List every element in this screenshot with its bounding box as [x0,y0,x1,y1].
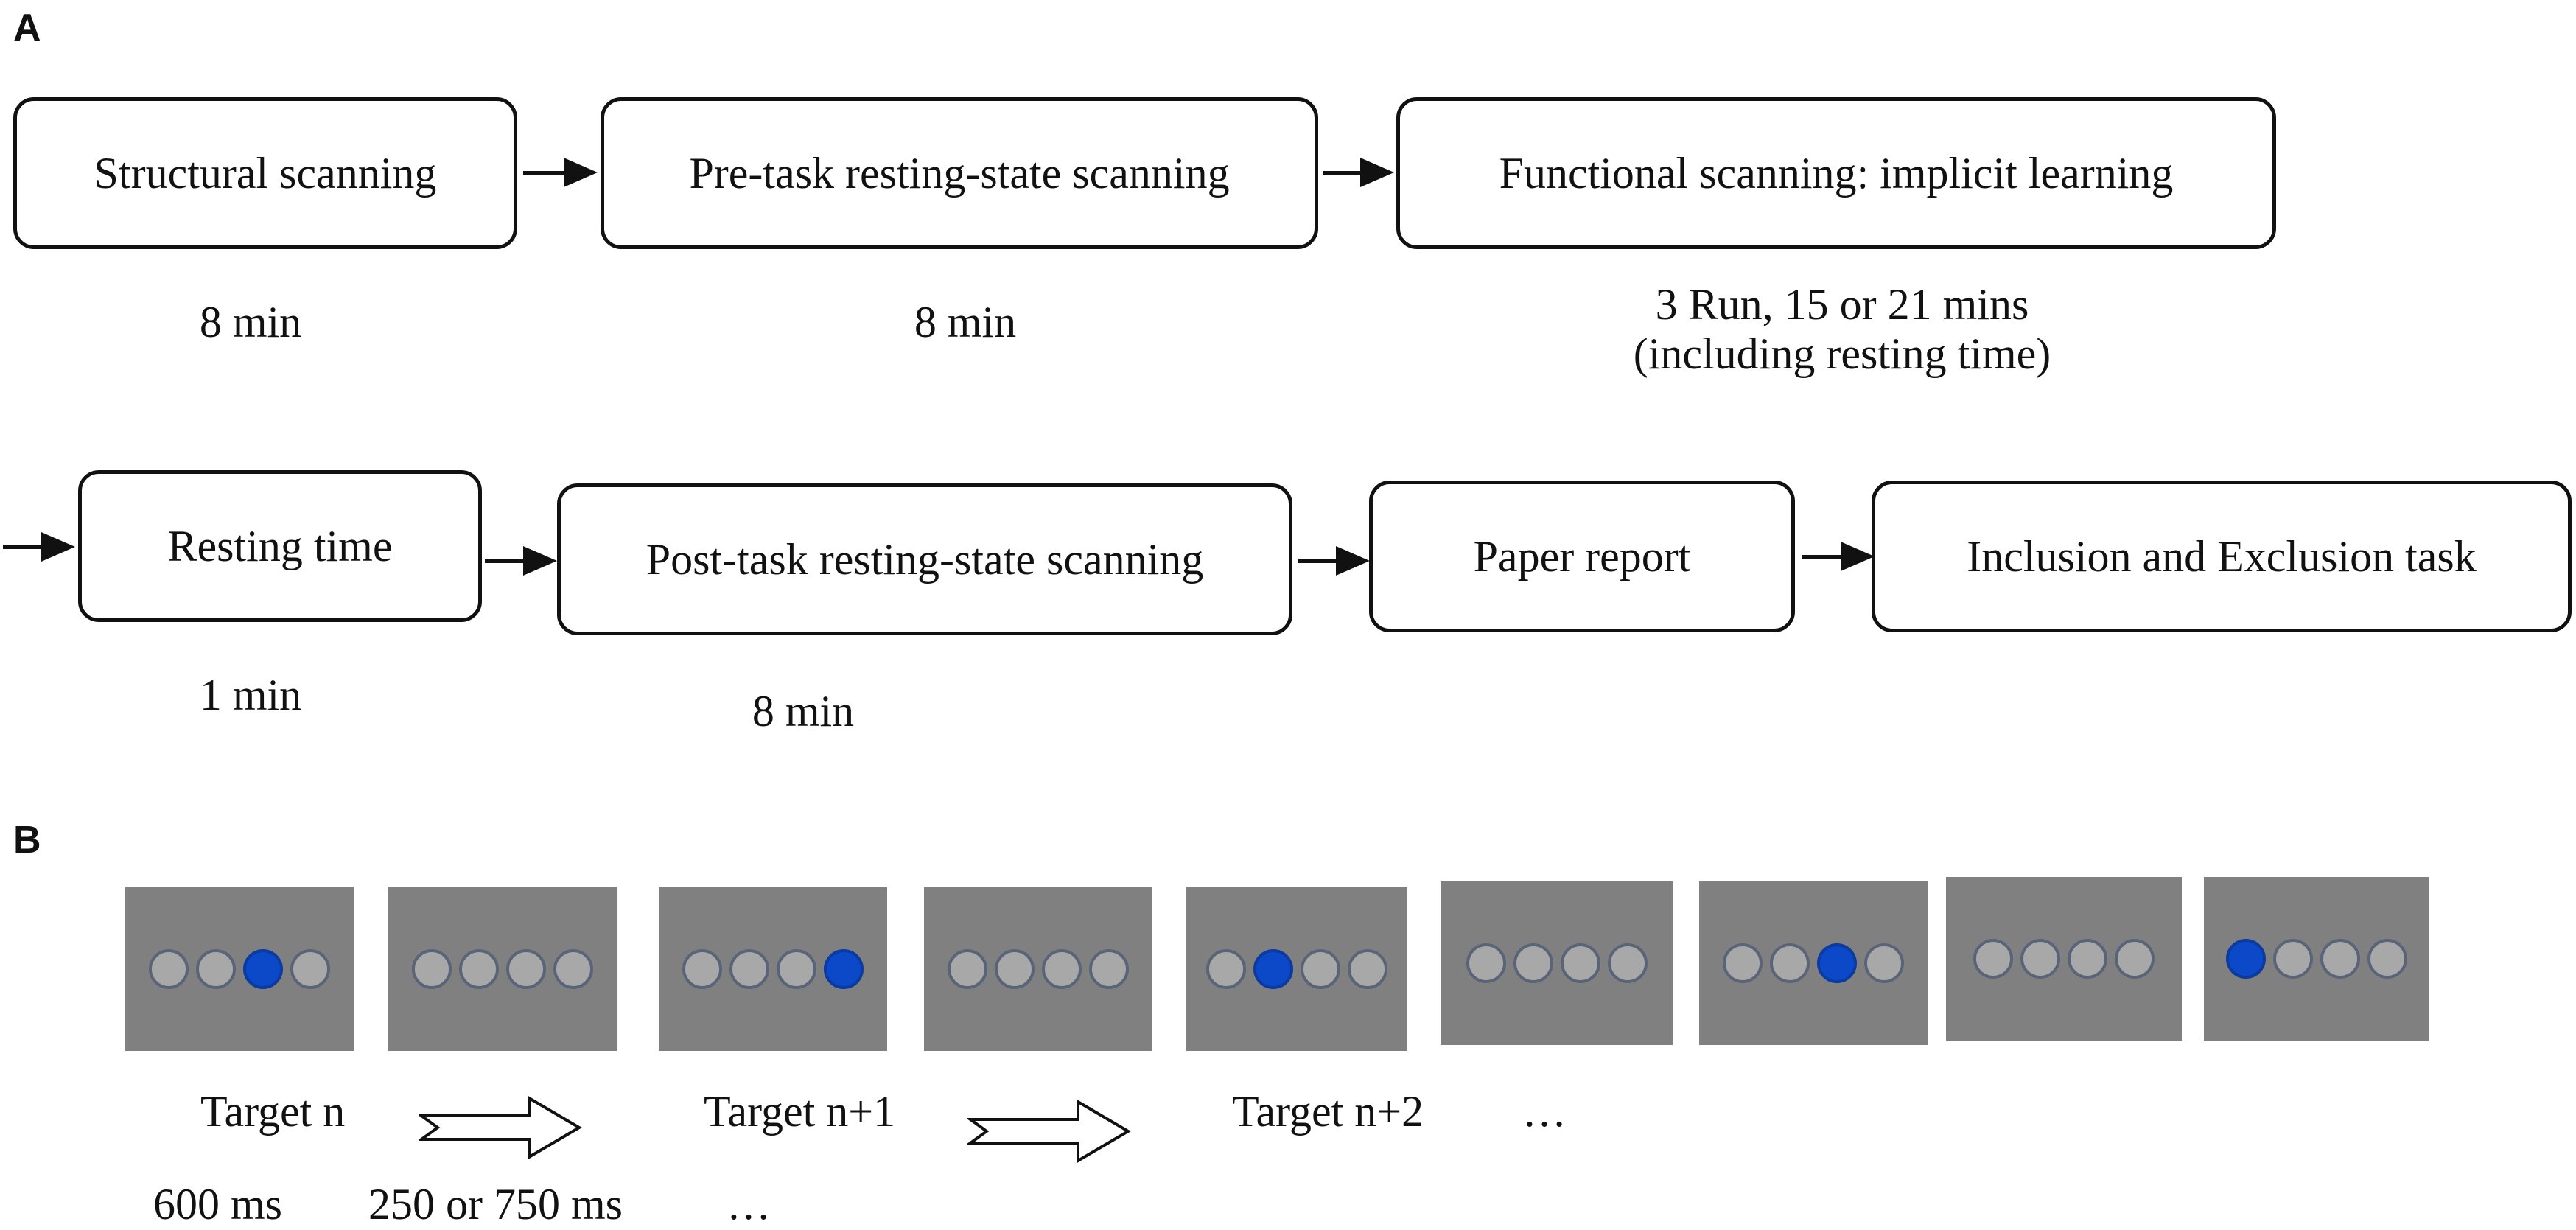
empty-dot [777,949,816,989]
empty-dot [2115,939,2155,979]
target-dot [243,949,283,989]
stimulus-screen [659,887,887,1051]
empty-dot [459,949,499,989]
empty-dot [1466,943,1506,983]
timing-600ms: 600 ms [153,1180,283,1229]
empty-dot [2068,939,2107,979]
empty-dot [1973,939,2013,979]
empty-dot [290,949,330,989]
target-dot [824,949,864,989]
empty-dot [1864,943,1904,983]
timing-isi: 250 or 750 ms [368,1180,623,1229]
duration-pre-task: 8 min [914,298,1017,346]
empty-dot [1301,949,1340,989]
stimulus-screen [125,887,354,1051]
panel-b-label: B [13,819,41,862]
empty-dot [682,949,722,989]
empty-dot [1607,943,1648,983]
stimulus-screen [388,887,617,1051]
panel-a-label: A [13,7,41,49]
duration-functional-line1: 3 Run, 15 or 21 mins [1655,280,2029,329]
empty-dot [2320,939,2360,979]
empty-dot [729,949,769,989]
duration-post-task: 8 min [752,687,855,735]
empty-dot [1560,943,1600,983]
target-dot [1253,949,1293,989]
empty-dot [1770,943,1810,983]
target-dot [1817,943,1857,983]
step-resting-time: Resting time [78,470,482,622]
stimulus-screen [1186,887,1407,1051]
empty-dot [1089,949,1129,989]
step-paper-report: Paper report [1369,481,1795,632]
timing-ellipsis: … [727,1180,771,1229]
empty-dot [1206,949,1246,989]
empty-dot [196,949,236,989]
empty-dot [1042,949,1082,989]
label-target-n-plus-1: Target n+1 [704,1087,896,1136]
stimulus-screen [924,887,1152,1051]
empty-dot [1723,943,1763,983]
label-target-n: Target n [200,1087,346,1136]
hollow-arrow [967,1099,1131,1164]
empty-dot [2272,939,2313,979]
hollow-arrow [419,1095,582,1160]
duration-functional-line2: (including resting time) [1633,329,2051,379]
empty-dot [995,949,1035,989]
label-ellipsis: … [1522,1087,1567,1136]
step-functional-scanning: Functional scanning: implicit learning [1396,97,2276,249]
stimulus-screen [1699,881,1928,1045]
label-target-n-plus-2: Target n+2 [1232,1087,1424,1136]
step-pre-task-resting-state: Pre-task resting-state scanning [601,97,1318,249]
empty-dot [149,949,189,989]
stimulus-screen [1946,877,2182,1041]
duration-functional: 3 Run, 15 or 21 mins (including resting … [1547,280,2137,379]
duration-resting-time: 1 min [199,671,302,719]
empty-dot [1348,949,1387,989]
empty-dot [1513,943,1553,983]
empty-dot [2367,939,2407,979]
target-dot [2225,939,2266,979]
duration-structural: 8 min [199,298,302,346]
empty-dot [2020,939,2060,979]
step-inclusion-exclusion-task: Inclusion and Exclusion task [1872,481,2572,632]
empty-dot [948,949,987,989]
empty-dot [412,949,452,989]
stimulus-screen [2204,877,2429,1041]
empty-dot [506,949,546,989]
step-structural-scanning: Structural scanning [13,97,517,249]
empty-dot [553,949,593,989]
stimulus-screen [1441,881,1673,1045]
step-post-task-resting-state: Post-task resting-state scanning [557,483,1292,635]
